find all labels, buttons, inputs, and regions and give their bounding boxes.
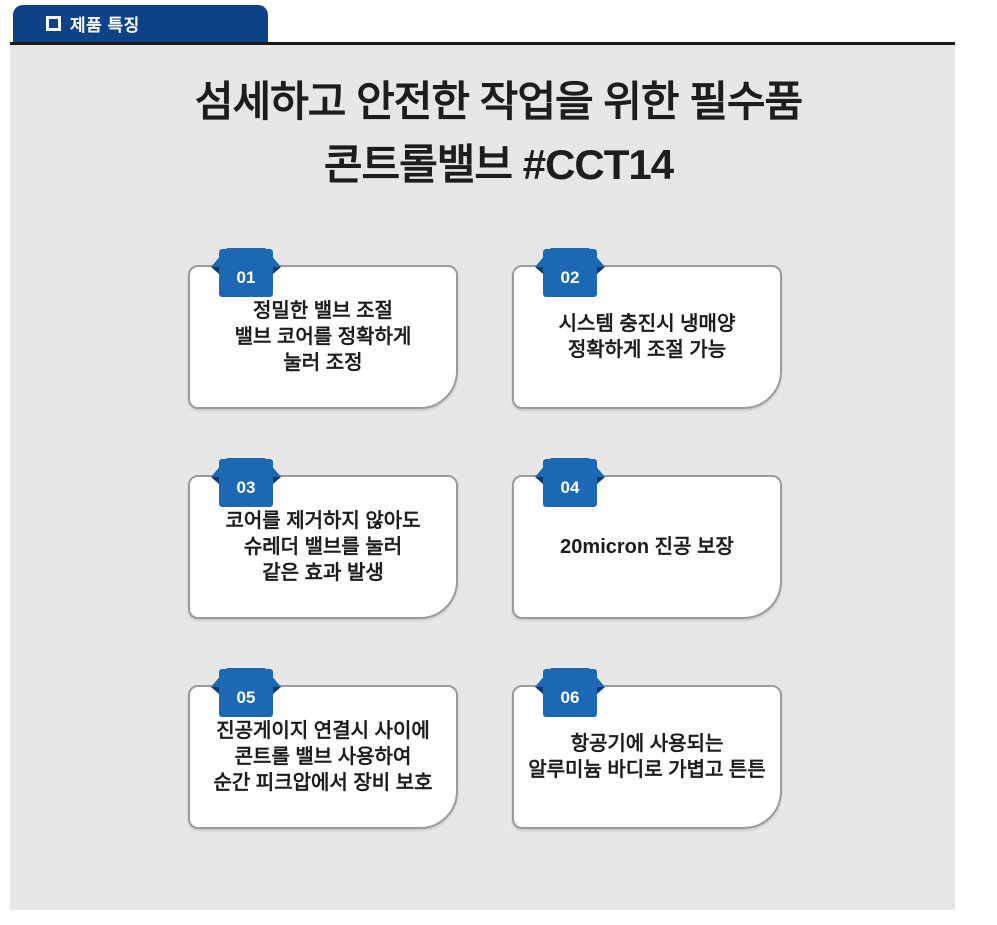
- section-tab-label: 제품 특징: [70, 16, 140, 35]
- title-line-2: 콘트롤밸브 #CCT14: [323, 141, 674, 188]
- features-panel: [10, 42, 955, 910]
- square-outline-icon: [46, 16, 61, 31]
- feature-text-line: 순간 피크압에서 장비 보호: [213, 772, 433, 794]
- feature-text-line: 같은 효과 발생: [262, 562, 384, 584]
- feature-number-badge: 04: [535, 458, 605, 507]
- feature-text-line: 콘트롤 밸브 사용하여: [234, 746, 412, 768]
- feature-text-line: 항공기에 사용되는: [570, 733, 724, 755]
- feature-number-badge: 01: [211, 248, 281, 297]
- ribbon-badge-icon: [535, 668, 605, 717]
- feature-text-line: 눌러 조정: [283, 352, 363, 374]
- feature-number-badge: 03: [211, 458, 281, 507]
- feature-number: 03: [236, 477, 256, 497]
- ribbon-badge-icon: [211, 248, 281, 297]
- feature-text-line: 진공게이지 연결시 사이에: [216, 720, 430, 742]
- feature-card-03: 03 코어를 제거하지 않아도 슈레더 밸브를 눌러 같은 효과 발생: [188, 458, 458, 619]
- feature-number: 01: [236, 267, 256, 287]
- feature-number: 04: [560, 477, 580, 497]
- feature-text-line: 20micron 진공 보장: [560, 536, 734, 558]
- feature-card-06: 06 항공기에 사용되는 알루미늄 바디로 가볍고 튼튼: [512, 668, 782, 829]
- feature-number-badge: 05: [211, 668, 281, 717]
- feature-card-04: 04 20micron 진공 보장: [512, 458, 782, 619]
- ribbon-badge-icon: [535, 458, 605, 507]
- feature-card-01: 01 정밀한 밸브 조절 밸브 코어를 정확하게 눌러 조정: [188, 248, 458, 409]
- feature-text-line: 코어를 제거하지 않아도: [225, 510, 421, 532]
- feature-text-line: 슈레더 밸브를 눌러: [243, 536, 403, 558]
- feature-number-badge: 06: [535, 668, 605, 717]
- section-tab-product-features: 제품 특징: [13, 5, 268, 42]
- feature-text-line: 밸브 코어를 정확하게: [234, 326, 412, 348]
- feature-number: 05: [236, 687, 256, 707]
- ribbon-badge-icon: [211, 668, 281, 717]
- feature-number: 06: [560, 687, 580, 707]
- feature-text-line: 정확하게 조절 가능: [567, 339, 727, 361]
- feature-text-line: 알루미늄 바디로 가볍고 튼튼: [528, 759, 766, 781]
- feature-number-badge: 02: [535, 248, 605, 297]
- feature-text-line: 시스템 충진시 냉매양: [558, 313, 736, 335]
- page-title: 섬세하고 안전한 작업을 위한 필수품 콘트롤밸브 #CCT14: [0, 70, 997, 196]
- feature-text-line: 정밀한 밸브 조절: [253, 300, 393, 322]
- title-line-1: 섬세하고 안전한 작업을 위한 필수품: [194, 78, 803, 125]
- feature-number: 02: [560, 267, 580, 287]
- feature-card-05: 05 진공게이지 연결시 사이에 콘트롤 밸브 사용하여 순간 피크압에서 장비…: [188, 668, 458, 829]
- ribbon-badge-icon: [535, 248, 605, 297]
- ribbon-badge-icon: [211, 458, 281, 507]
- feature-card-02: 02 시스템 충진시 냉매양 정확하게 조절 가능: [512, 248, 782, 409]
